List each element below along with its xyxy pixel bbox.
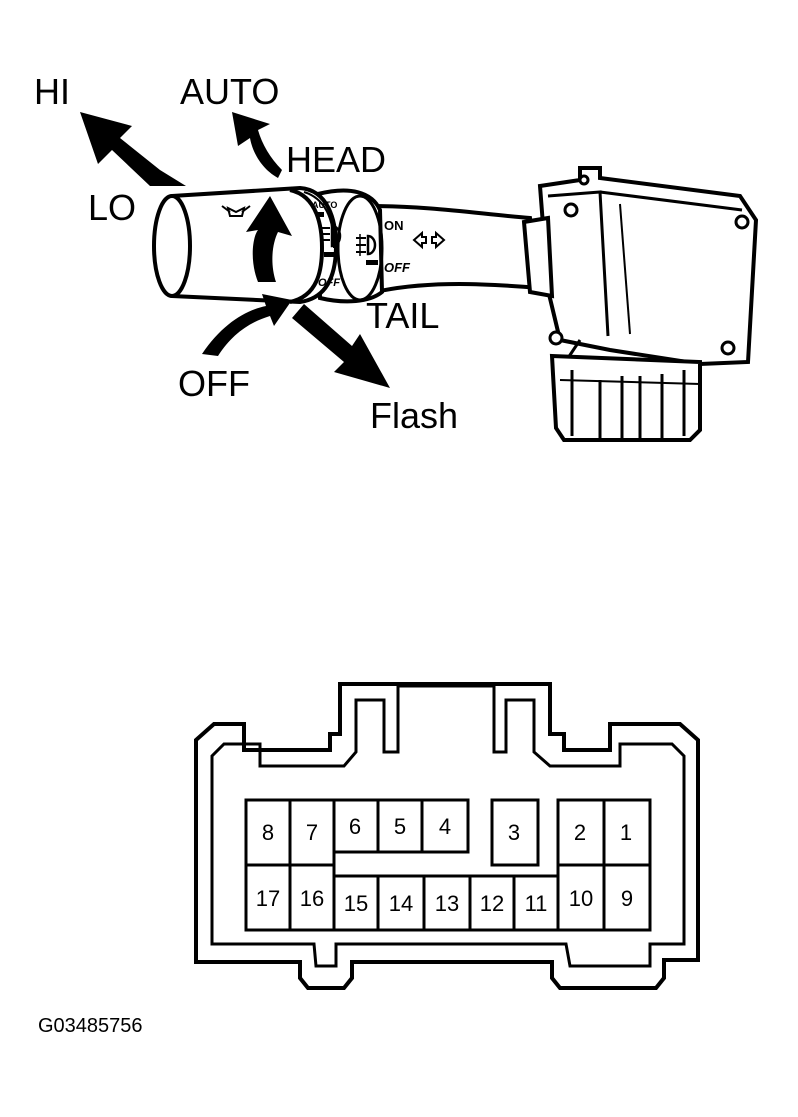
auto-arrow-icon — [232, 112, 282, 178]
pin-label-1: 1 — [620, 820, 632, 845]
pin-label-8: 8 — [262, 820, 274, 845]
pin-label-10: 10 — [569, 886, 593, 911]
label-flash: Flash — [370, 395, 459, 436]
pin-label-2: 2 — [574, 820, 586, 845]
label-lo: LO — [88, 187, 137, 228]
connector-face: 8 7 6 5 4 3 2 1 17 16 15 14 13 12 11 10 … — [194, 682, 700, 990]
off-arrow-icon — [202, 294, 292, 356]
figure-id: G03485756 — [38, 1015, 143, 1037]
pin-numbers: 8 7 6 5 4 3 2 1 17 16 15 14 13 12 11 10 … — [256, 814, 633, 916]
pin-label-3: 3 — [508, 820, 520, 845]
pin-cell-6 — [332, 798, 380, 854]
pin-cell-16 — [288, 863, 336, 932]
switch-connector-housing — [549, 353, 702, 442]
label-tail: TAIL — [366, 295, 440, 336]
pin-label-5: 5 — [394, 814, 406, 839]
pin-cell-9 — [602, 863, 652, 932]
collar-off-label: OFF — [384, 260, 411, 275]
pin-label-9: 9 — [621, 886, 633, 911]
connector-inner-outline — [210, 684, 686, 968]
pin-label-4: 4 — [439, 814, 451, 839]
label-off: OFF — [178, 363, 250, 404]
pin-label-17: 17 — [256, 886, 280, 911]
pin-label-14: 14 — [389, 891, 413, 916]
pin-label-12: 12 — [480, 891, 504, 916]
label-head: HEAD — [286, 139, 387, 180]
parking-light-symbol-icon — [221, 205, 251, 217]
pin-label-13: 13 — [435, 891, 459, 916]
pin-cell-1 — [602, 798, 652, 867]
switch-housing — [521, 166, 759, 371]
ring-auto-label: AUTO — [312, 200, 337, 210]
label-auto: AUTO — [180, 71, 280, 112]
pin-cell-8 — [244, 798, 292, 867]
label-hi: HI — [34, 71, 70, 112]
flash-arrow-icon — [292, 304, 390, 388]
pin-label-7: 7 — [306, 820, 318, 845]
pin-cell-3 — [490, 798, 540, 867]
pin-cell-4 — [420, 798, 470, 854]
turn-signal-icon — [412, 230, 446, 250]
pin-label-11: 11 — [525, 891, 548, 916]
combination-switch: ON OFF OFF AUTO — [152, 166, 759, 442]
ring-off-label: OFF — [318, 277, 340, 289]
pin-cell-2 — [556, 798, 606, 867]
pin-cell-15 — [332, 874, 380, 932]
hi-arrow-icon — [80, 112, 186, 186]
headlight-symbol-icon — [320, 224, 342, 248]
collar-on-label: ON — [384, 218, 404, 233]
pin-label-6: 6 — [349, 814, 361, 839]
fog-light-symbol-icon — [356, 234, 377, 256]
pin-cell-13 — [422, 874, 472, 932]
direction-arrows — [80, 112, 390, 388]
pin-label-16: 16 — [300, 886, 324, 911]
pin-grid — [244, 798, 652, 932]
pin-label-15: 15 — [344, 891, 368, 916]
head-arrow-icon — [246, 196, 292, 282]
